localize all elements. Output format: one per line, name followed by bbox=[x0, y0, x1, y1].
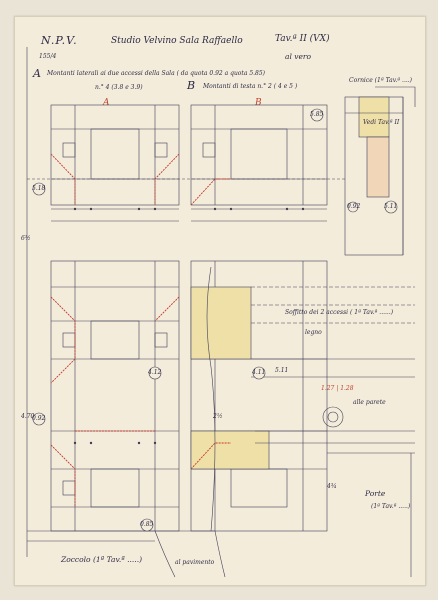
vedi-tav-note: Vedi Tav.ª II bbox=[363, 119, 400, 126]
porte-reference: (1ª Tav.ª .....) bbox=[371, 503, 411, 510]
elevation-drawing bbox=[26, 47, 416, 578]
note-b-letter: B bbox=[187, 79, 197, 92]
note-a-letter: A bbox=[33, 67, 42, 80]
quota-092: 0.92 bbox=[32, 415, 46, 422]
height-label-6: 6½ bbox=[21, 235, 31, 242]
legno-note: legno bbox=[305, 329, 322, 336]
zoccolo-note: Zoccolo (1ª Tav.ª .....) bbox=[61, 555, 143, 564]
sheet-title: Studio Velvino Sala Raffaello bbox=[111, 36, 243, 46]
quota-085: 0.85 bbox=[140, 521, 154, 528]
quota-411: 4.11 bbox=[252, 369, 266, 376]
porte-label: Porte bbox=[365, 489, 386, 498]
height-label-4: 4¾ bbox=[327, 483, 337, 490]
plate-number: Tav.ª II (VX) bbox=[275, 34, 330, 44]
drawing-sheet: N.P.V. Studio Velvino Sala Raffaello Tav… bbox=[14, 16, 426, 586]
cornice-note: Cornice (1ª Tav.ª ....) bbox=[349, 77, 413, 84]
pavimento-note: al pavimento bbox=[175, 559, 215, 566]
note-b-text: Montanti di testa n.° 2 ( 4 e 5 ) bbox=[203, 83, 298, 90]
column-label-b: B bbox=[255, 98, 262, 108]
reference-number: 155/4 bbox=[39, 53, 57, 60]
height-label-511: 5.11 bbox=[275, 367, 289, 374]
quota-585: 5.85 bbox=[310, 111, 324, 118]
quota-511: 5.11 bbox=[384, 203, 398, 210]
red-measure-note: 1.27 | 1.28 bbox=[321, 385, 354, 392]
quota-412: 4.12 bbox=[148, 369, 162, 376]
quota-092b: 0.92 bbox=[347, 203, 361, 210]
soffitto-note: Soffitto dei 2 accessi ( 1ª Tav.ª ......… bbox=[285, 309, 394, 316]
scale-note: al vero bbox=[285, 52, 312, 61]
height-label-470: 4.70 bbox=[21, 413, 35, 420]
alle-parete-note: alle parete bbox=[353, 399, 386, 406]
monogram: N.P.V. bbox=[41, 34, 78, 47]
note-a-count: n.° 4 (3.8 e 3.9) bbox=[95, 84, 143, 91]
column-label-a: A bbox=[103, 98, 110, 108]
height-label-2: 2½ bbox=[213, 413, 223, 420]
quota-518: 5.18 bbox=[32, 185, 46, 192]
note-a-text: Montanti laterali ai due accessi della S… bbox=[47, 70, 266, 77]
